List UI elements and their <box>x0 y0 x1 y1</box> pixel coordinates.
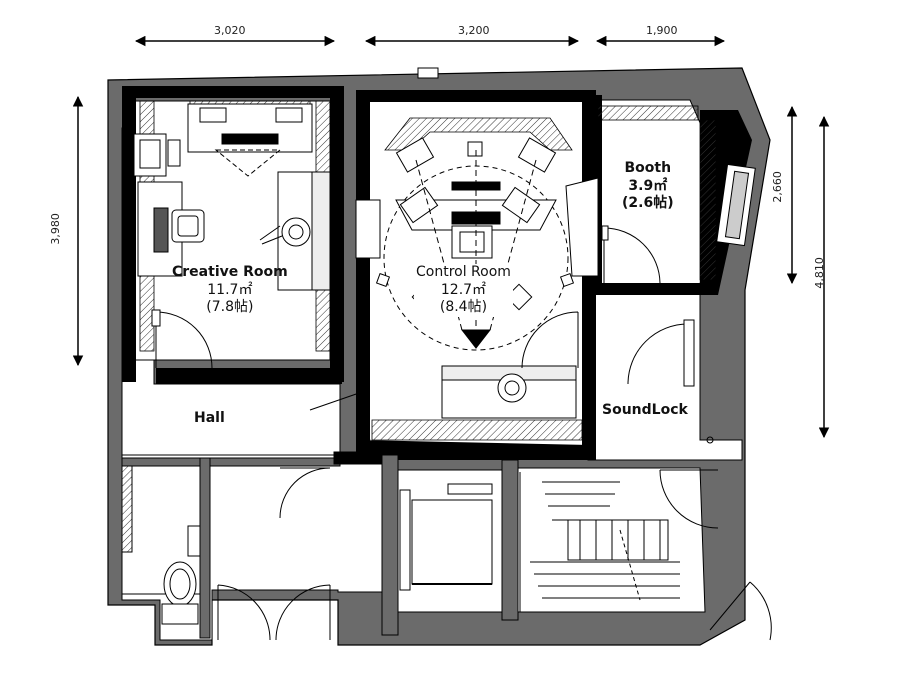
soundlock-label: SoundLock <box>602 402 688 420</box>
dimension-top-left: 3,020 <box>214 24 246 37</box>
creative-room-tatami: (7.8帖) <box>206 299 254 315</box>
acoustic-panels <box>139 100 717 441</box>
dimension-right-outer: 4,810 <box>812 257 826 289</box>
control-room-label: Control Room 12.7㎡ (8.4帖) <box>414 264 513 317</box>
elevator <box>399 483 493 591</box>
booth-fixtures <box>601 163 756 284</box>
control-room-area: 12.7㎡ <box>414 281 513 299</box>
hall-name: Hall <box>194 410 225 426</box>
booth-area: 3.9㎡ <box>628 177 668 194</box>
soundlock-name: SoundLock <box>602 402 688 418</box>
creative-room-area: 11.7㎡ <box>207 281 253 298</box>
dimension-lines <box>72 35 830 439</box>
creative-room-furniture <box>133 103 331 291</box>
dimension-top-mid: 3,200 <box>458 24 490 37</box>
partition-walls <box>121 451 519 639</box>
creative-room-label: Creative Room 11.7㎡ (7.8帖) <box>172 264 288 317</box>
staircase <box>519 436 714 612</box>
dimension-right-inner: 2,660 <box>770 171 784 203</box>
dimension-top-right: 1,900 <box>646 24 678 37</box>
dimension-left: 3,980 <box>48 213 62 245</box>
control-room-tatami: (8.4帖) <box>414 299 513 317</box>
control-room-equipment <box>355 137 599 419</box>
booth-name: Booth <box>624 160 672 176</box>
creative-room-name: Creative Room <box>172 264 288 280</box>
control-room-name: Control Room <box>414 264 513 282</box>
booth-label: Booth 3.9㎡ (2.6帖) <box>622 160 674 213</box>
hall-label: Hall <box>194 410 225 428</box>
booth-tatami: (2.6帖) <box>622 195 674 211</box>
door-swings <box>144 309 772 641</box>
